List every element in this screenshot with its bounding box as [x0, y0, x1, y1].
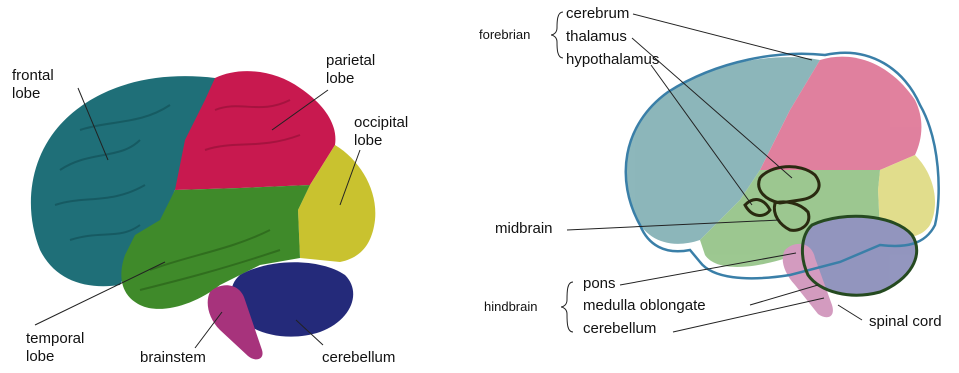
- parietal-label-line1: parietal: [326, 52, 375, 69]
- occipital-label-line2: lobe: [354, 132, 382, 149]
- parietal-label-line2: lobe: [326, 70, 354, 87]
- brainstem-label: brainstem: [140, 349, 206, 366]
- frontal-label-line1: frontal: [12, 67, 54, 84]
- occipital-label-line1: occipital: [354, 114, 408, 131]
- thalamus-label: thalamus: [566, 28, 627, 45]
- medulla-label: medulla oblongate: [583, 297, 706, 314]
- cerebrum-leader: [633, 14, 812, 60]
- cerebellum-label: cerebellum: [322, 349, 395, 366]
- forebrain-bracket: [551, 12, 563, 58]
- cerebrum-label: cerebrum: [566, 5, 629, 22]
- spinal-cord-leader: [838, 305, 862, 320]
- hypothalamus-label: hypothalamus: [566, 51, 659, 68]
- hindbrain-group-label: hindbrain: [484, 299, 538, 314]
- temporal-label-line1: temporal: [26, 330, 84, 347]
- hindbrain-bracket: [561, 282, 573, 332]
- temporal-label-line2: lobe: [26, 348, 54, 365]
- frontal-label-line2: lobe: [12, 85, 40, 102]
- pons-label: pons: [583, 275, 616, 292]
- forebrain-group-label: forebrian: [479, 27, 530, 42]
- midbrain-label: midbrain: [495, 220, 553, 237]
- cerebellum-right-label: cerebellum: [583, 320, 656, 337]
- spinal-cord-label: spinal cord: [869, 313, 942, 330]
